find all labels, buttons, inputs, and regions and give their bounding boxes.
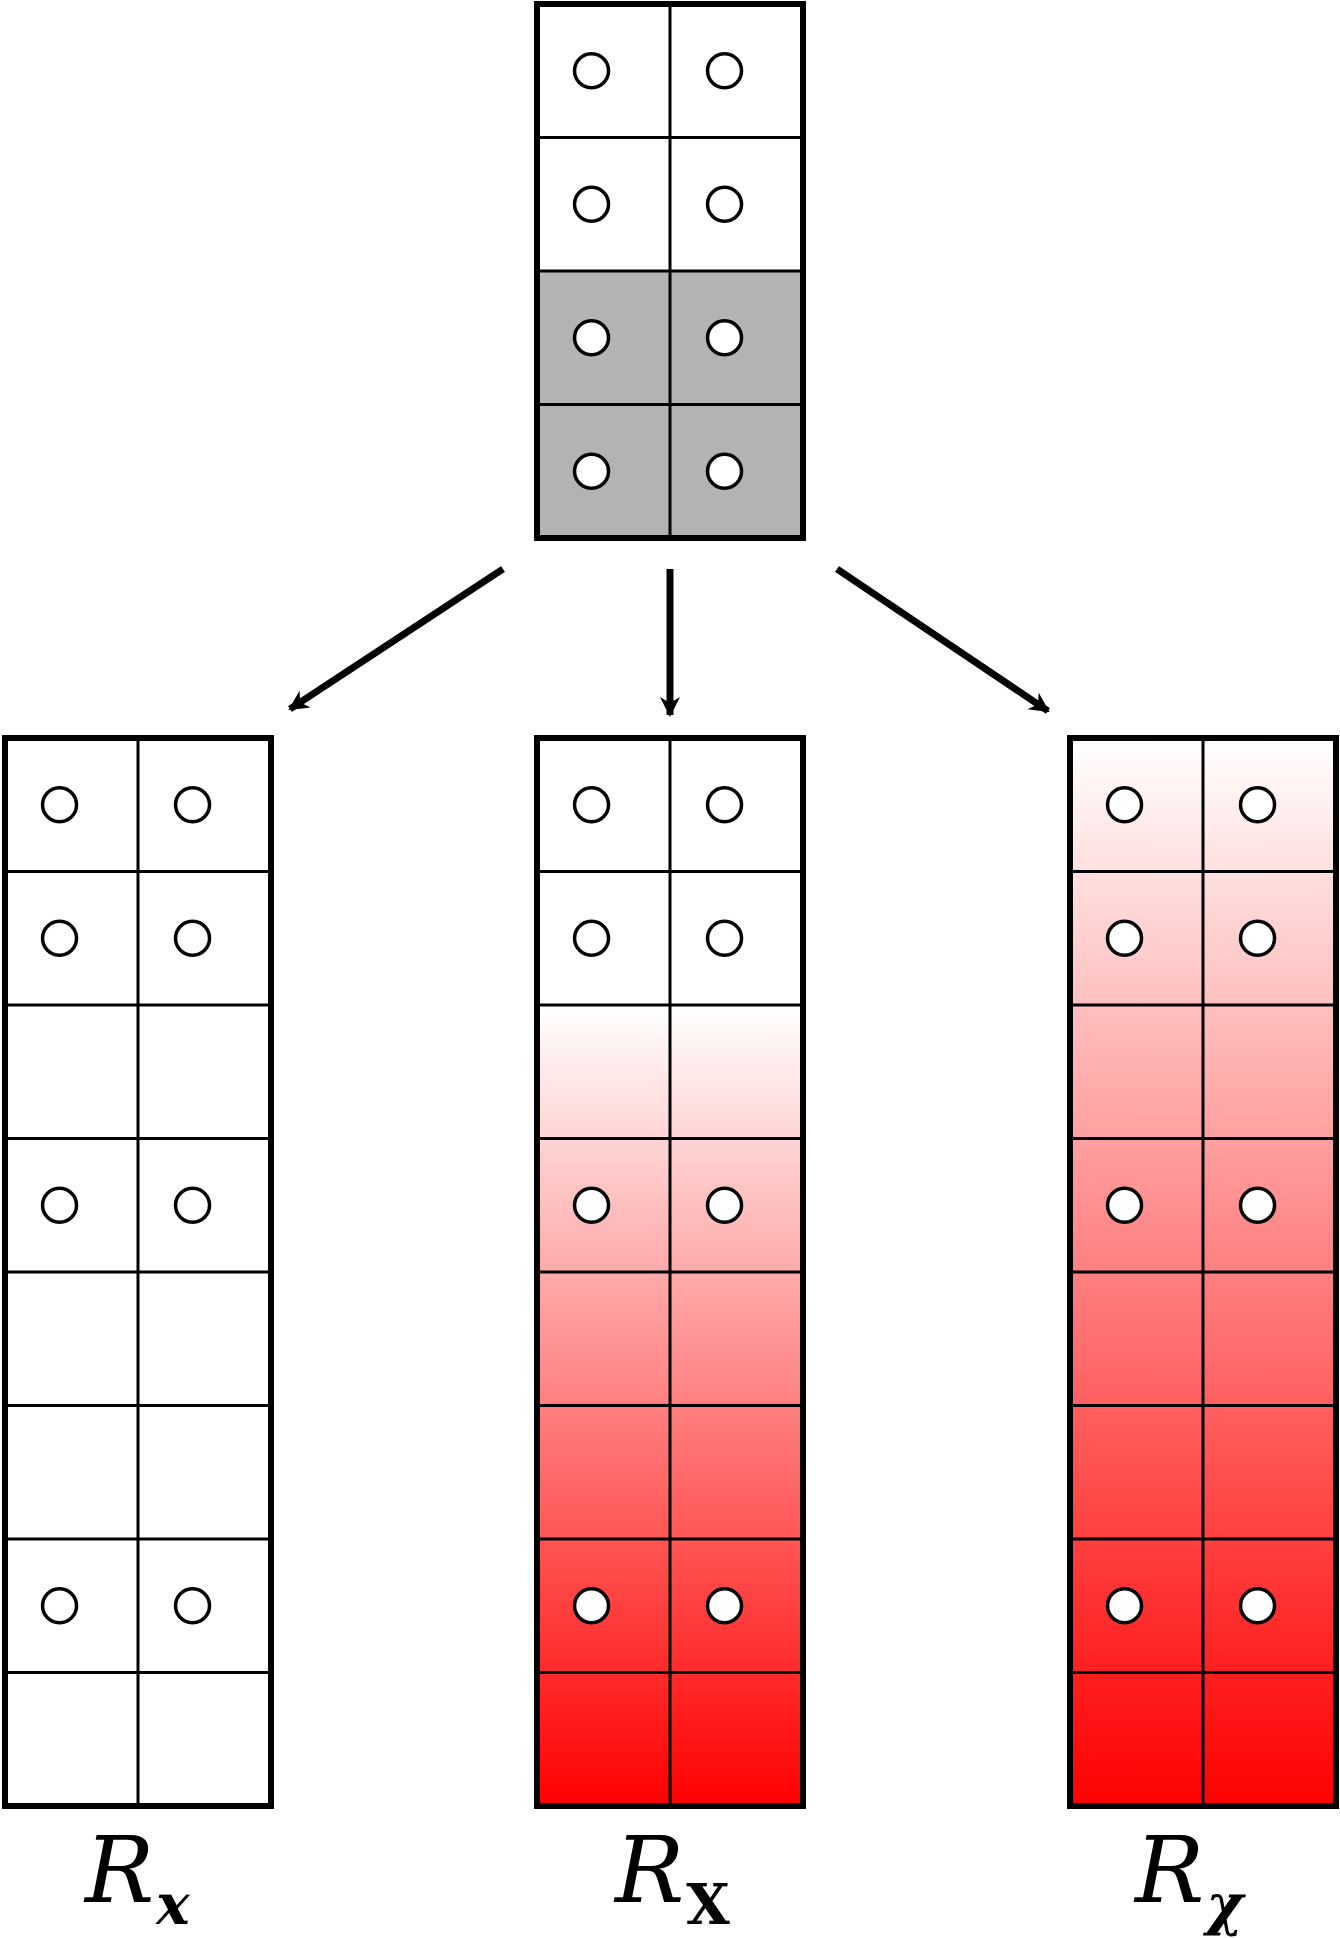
arrows bbox=[288, 566, 1050, 717]
label-subscript: χ bbox=[1206, 1872, 1244, 1938]
point-circle bbox=[572, 452, 611, 490]
label-main: R bbox=[1135, 1817, 1205, 1924]
point-circle bbox=[705, 52, 744, 90]
source-block bbox=[534, 1, 806, 541]
block-border bbox=[534, 735, 806, 1809]
point-circle bbox=[173, 786, 212, 824]
point-circle bbox=[572, 1186, 611, 1224]
point-circle bbox=[1105, 1186, 1144, 1224]
arrow-left bbox=[288, 566, 505, 712]
point-circle bbox=[40, 1186, 79, 1224]
point-circle bbox=[705, 1587, 744, 1625]
point-circle bbox=[40, 1587, 79, 1625]
point-circle bbox=[572, 185, 611, 223]
point-circle bbox=[1238, 1186, 1277, 1224]
point-circle bbox=[705, 452, 744, 490]
point-circle bbox=[572, 786, 611, 824]
panel-rx-bold bbox=[534, 735, 806, 1809]
point-circle bbox=[572, 319, 611, 357]
label-r-x: Rx bbox=[85, 1825, 190, 1934]
label-r-bold-x: RX bbox=[615, 1825, 730, 1934]
label-r-chi: Rχ bbox=[1135, 1825, 1243, 1934]
panel-rx-plain bbox=[2, 735, 274, 1809]
point-circle bbox=[1105, 919, 1144, 957]
point-circle bbox=[40, 786, 79, 824]
label-subscript: x bbox=[156, 1872, 190, 1938]
point-circle bbox=[1238, 786, 1277, 824]
block-border bbox=[1067, 735, 1339, 1809]
panel-rx-chi bbox=[1067, 735, 1339, 1809]
point-circle bbox=[705, 319, 744, 357]
point-circle bbox=[1238, 1587, 1277, 1625]
point-circle bbox=[705, 185, 744, 223]
block-border bbox=[2, 735, 274, 1809]
point-circle bbox=[1105, 786, 1144, 824]
point-circle bbox=[173, 919, 212, 957]
label-main: R bbox=[615, 1817, 685, 1924]
point-circle bbox=[572, 919, 611, 957]
point-circle bbox=[173, 1587, 212, 1625]
point-circle bbox=[705, 919, 744, 957]
point-circle bbox=[572, 52, 611, 90]
point-circle bbox=[705, 786, 744, 824]
point-circle bbox=[173, 1186, 212, 1224]
block-border bbox=[534, 1, 806, 541]
point-circle bbox=[572, 1587, 611, 1625]
arrow-right bbox=[835, 566, 1050, 714]
point-circle bbox=[1105, 1587, 1144, 1625]
label-main: R bbox=[85, 1817, 155, 1924]
point-circle bbox=[705, 1186, 744, 1224]
label-subscript: X bbox=[686, 1872, 730, 1938]
point-circle bbox=[40, 919, 79, 957]
point-circle bbox=[1238, 919, 1277, 957]
